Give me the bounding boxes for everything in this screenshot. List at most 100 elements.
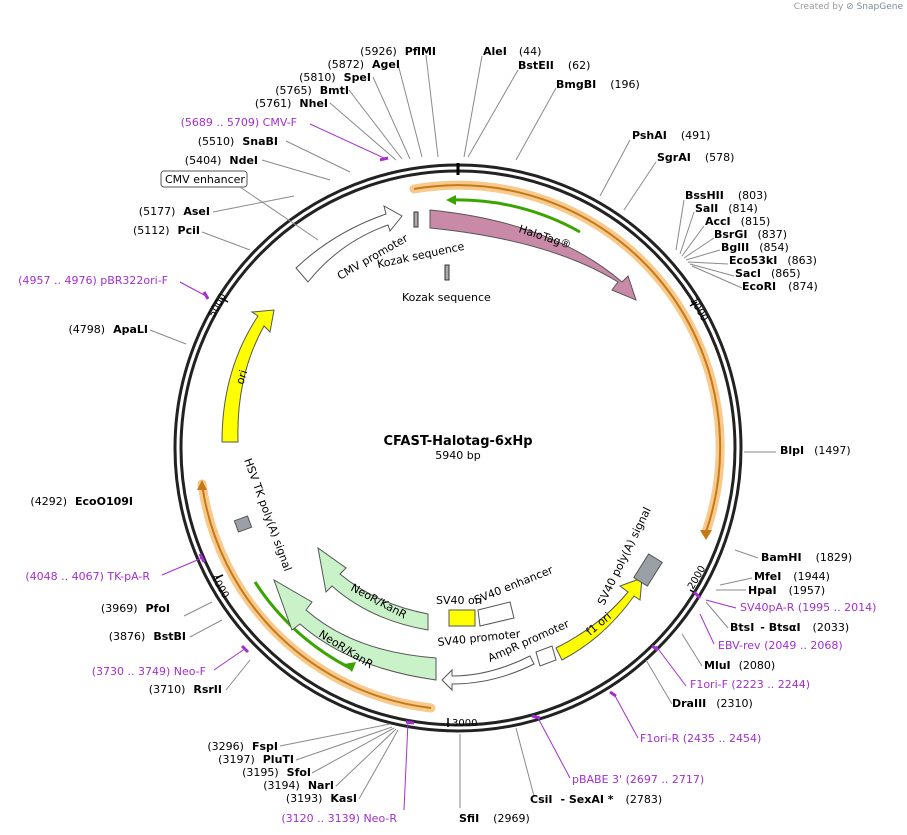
enzyme-ecoo109i[interactable]: (4292)EcoO109I: [30, 495, 133, 508]
mark-sv40pa-r: [692, 590, 702, 600]
orf-strand-left: [201, 483, 432, 709]
enzyme-bstbi[interactable]: (3876)BstBI: [109, 630, 186, 643]
green-strand-halotag: [451, 198, 581, 234]
enzyme-apali[interactable]: (4798)ApaLI: [69, 323, 149, 336]
sv40-polya-feature[interactable]: [633, 553, 663, 587]
cmv-enhancer-box[interactable]: [160, 170, 248, 188]
leader-bmti: [348, 89, 403, 160]
enzyme-ecori[interactable]: EcoRI(874): [742, 280, 818, 293]
enzyme-bsteii[interactable]: BstEII(62): [518, 59, 590, 72]
enzyme-mfei[interactable]: MfeI(1944): [754, 570, 830, 583]
primer-pbabe3[interactable]: pBABE 3' (2697 .. 2717): [572, 773, 704, 786]
enzyme-bsrgi[interactable]: BsrGI(837): [714, 228, 787, 241]
enzyme-sgrai[interactable]: SgrAI(578): [657, 151, 734, 164]
snapgene-credit: Created by ⊘ SnapGene: [794, 2, 903, 12]
kozak-marker-1: [413, 211, 419, 228]
enzyme-blpi[interactable]: BlpI(1497): [780, 444, 851, 457]
enzyme-mlui[interactable]: MluI(2080): [704, 659, 775, 672]
leader-bglii: [685, 249, 721, 261]
mark-f1ori-r: [609, 690, 617, 698]
leader-saci: [689, 263, 735, 277]
neokanr-feature-inner[interactable]: [317, 546, 429, 631]
leader-bstbi: [189, 619, 223, 638]
leader-asei: [212, 195, 295, 213]
primer-neo-f[interactable]: (3730 .. 3749) Neo-F: [92, 665, 206, 678]
enzyme-csii[interactable]: CsiI- SexAI *(2783): [530, 793, 662, 806]
enzyme-btsi[interactable]: BtsI- BtsαI(2033): [730, 621, 849, 634]
leader-bsteii: [467, 69, 519, 158]
leader-nari: [335, 728, 397, 787]
enzyme-kasi[interactable]: (3193)KasI: [286, 792, 357, 805]
enzyme-bmti[interactable]: (5765)BmtI: [275, 84, 349, 97]
primer-neo-r[interactable]: (3120 .. 3139) Neo-R: [281, 812, 397, 825]
enzyme-pluti[interactable]: (3197)PluTI: [218, 753, 294, 766]
leader-nhei: [329, 102, 397, 161]
enzyme-snabi[interactable]: (5510)SnaBI: [198, 135, 278, 148]
enzyme-spei[interactable]: (5810)SpeI: [299, 71, 371, 84]
enzyme-nari[interactable]: (3194)NarI: [263, 779, 334, 792]
enzyme-eco53ki[interactable]: Eco53kI(863): [729, 254, 817, 267]
tick-5000: [220, 297, 229, 303]
leader-apali: [149, 329, 187, 345]
enzyme-pflmi[interactable]: (5926)PflMI: [360, 45, 436, 58]
enzyme-bamhi[interactable]: BamHI(1829): [761, 551, 852, 564]
enzyme-sfoi[interactable]: (3195)SfoI: [242, 766, 311, 779]
enzyme-pfoi[interactable]: (3969)PfoI: [101, 602, 170, 615]
primer-f1ori-r[interactable]: F1ori-R (2435 .. 2454): [640, 732, 761, 745]
enzyme-saci[interactable]: SacI(865): [735, 267, 801, 280]
f1-ori-feature[interactable]: [555, 577, 643, 661]
plasmid-length: 5940 bp: [435, 449, 480, 462]
leader-acci: [681, 225, 705, 257]
enzyme-bsshii[interactable]: BssHII(803): [685, 189, 767, 202]
primer-cmv-f[interactable]: (5689 .. 5709) CMV-F: [181, 116, 297, 129]
leader-kasi: [358, 729, 399, 800]
mark-cmv-f: [379, 156, 389, 162]
primer-tk-pa-r[interactable]: (4048 .. 4067) TK-pA-R: [25, 570, 150, 583]
enzyme-labels-right: AleI(44) BstEII(62) BmgBI(196) PshAI(491…: [459, 45, 852, 825]
kozak-label-2: Kozak sequence: [402, 291, 491, 304]
leader-pluti: [295, 726, 393, 761]
enzyme-nhei[interactable]: (5761)NheI: [255, 97, 328, 110]
tick-label-5000: 5000: [207, 292, 229, 320]
ori-feature[interactable]: [221, 309, 275, 443]
enzyme-leaders: [149, 54, 776, 808]
enzyme-draiii[interactable]: DraIII(2310): [672, 697, 753, 710]
primer-sv40pa-r[interactable]: SV40pA-R (1995 .. 2014): [740, 601, 876, 614]
enzyme-acci[interactable]: AccI(815): [705, 215, 770, 228]
small-promoter-feature[interactable]: [535, 645, 557, 667]
mark-tk-pa-r: [198, 553, 206, 563]
sv40-enhancer-feature[interactable]: [477, 601, 515, 627]
leader-bmgbi: [515, 87, 557, 161]
enzyme-sfii[interactable]: SfiI(2969): [459, 812, 530, 825]
enzyme-hpai[interactable]: HpaI(1957): [748, 584, 825, 597]
primer-pbr322ori-f[interactable]: (4957 .. 4976) pBR322ori-F: [18, 274, 168, 287]
orf-strand-right: [413, 184, 722, 533]
leader-ndei: [261, 159, 331, 181]
enzyme-bglii[interactable]: BglII(854): [721, 241, 789, 254]
sv40-ori-feature[interactable]: [448, 609, 476, 627]
enzyme-bmgbi[interactable]: BmgBI(196): [556, 78, 640, 91]
tick-4000: [215, 574, 224, 579]
enzyme-agei[interactable]: (5872)AgeI: [327, 58, 400, 71]
enzyme-fspi[interactable]: (3296)FspI: [207, 740, 278, 753]
enzyme-rsrii[interactable]: (3710)RsrII: [149, 683, 222, 696]
enzyme-asei[interactable]: (5177)AseI: [139, 205, 210, 218]
enzyme-ndei[interactable]: (5404)NdeI: [185, 154, 258, 167]
primer-f1ori-f[interactable]: F1ori-F (2223 .. 2244): [690, 678, 810, 691]
ampr-promoter-feature[interactable]: [441, 655, 535, 692]
enzyme-pcii[interactable]: (5112)PciI: [133, 224, 200, 237]
primer-leaders: [161, 123, 737, 811]
enzyme-alei[interactable]: AleI(44): [483, 45, 541, 58]
snapgene-logo-icon: ⊘: [846, 2, 854, 12]
hsv-tk-polya-feature[interactable]: [233, 515, 253, 533]
leader-draiii: [645, 659, 673, 705]
green-arrowhead-neo: [344, 662, 356, 672]
halotag-feature[interactable]: [429, 209, 637, 301]
cmv-promoter-feature[interactable]: [295, 205, 403, 283]
enzyme-pshai[interactable]: PshAI(491): [632, 129, 710, 142]
neokanr-feature-outer[interactable]: [273, 578, 437, 681]
primer-ebv-rev[interactable]: EBV-rev (2049 .. 2068): [718, 639, 843, 652]
leader-pflmi: [425, 54, 439, 158]
leader-bamhi: [734, 549, 759, 559]
enzyme-sali[interactable]: SalI(814): [695, 202, 758, 215]
